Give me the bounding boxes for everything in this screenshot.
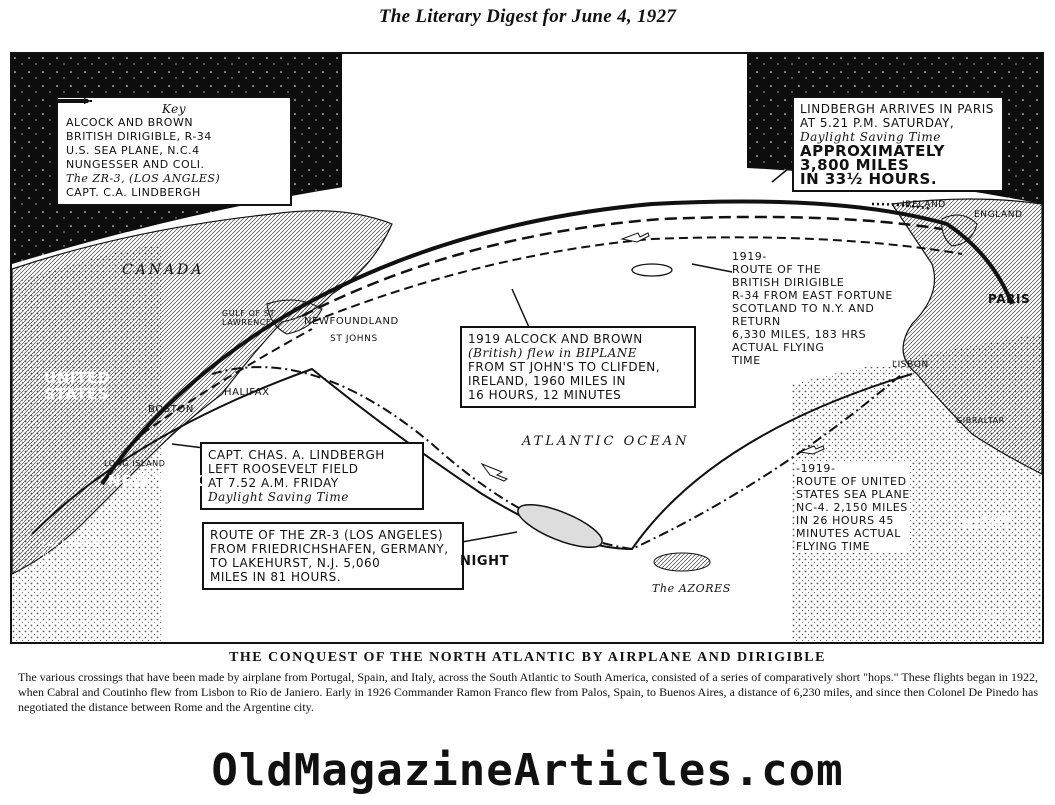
note-line: STATES SEA PLANE xyxy=(796,488,910,501)
artist-signature: BERT GREEN xyxy=(980,602,1011,620)
thick-solid-line-icon xyxy=(58,98,91,104)
place-label-st-johns: ST JOHNS xyxy=(330,334,378,344)
note-line: at 5.21 P.M. SATURDAY, xyxy=(800,116,955,130)
map-figure: Key ALCOCK and BROWN BRITISH DIRIGIBLE, … xyxy=(10,52,1044,644)
place-label-boston: BOSTON xyxy=(148,404,194,415)
route-alcock-brown xyxy=(301,215,943,318)
note-line: ROUTE of the ZR-3 (LOS ANGELES) xyxy=(210,528,444,542)
caption-title: THE CONQUEST OF THE NORTH ATLANTIC BY AI… xyxy=(229,650,826,665)
night-label-west: NIGHT xyxy=(460,554,510,569)
note-line: 6,330 MILES, 183 HRS xyxy=(732,328,867,341)
key-row-r34: BRITISH DIRIGIBLE, R-34 xyxy=(58,100,282,144)
note-line: IRELAND, 1960 MILES in xyxy=(468,374,626,388)
lindbergh-arrival-note: LINDBERGH arrives in PARIS at 5.21 P.M. … xyxy=(792,96,1004,192)
place-label-newfoundland: NEWFOUNDLAND xyxy=(304,316,399,327)
route-r34-us xyxy=(141,328,313,435)
place-label-canada: CANADA xyxy=(122,262,205,278)
zr3-leader-line xyxy=(461,531,518,543)
note-line: 1919 ALCOCK and BROWN xyxy=(468,332,643,346)
map-key: Key ALCOCK and BROWN BRITISH DIRIGIBLE, … xyxy=(56,96,292,206)
note-line: MINUTES actual xyxy=(796,527,901,540)
route-r34 xyxy=(311,236,963,323)
note-line: ROUTE of UNITED xyxy=(796,475,907,488)
azores-land xyxy=(653,552,711,572)
dirigible-zr3-icon xyxy=(517,503,603,549)
arrival-leader-line xyxy=(771,163,795,183)
note-line: MILES in 81 HOURS. xyxy=(210,570,342,584)
zr3-note: ROUTE of the ZR-3 (LOS ANGELES) from FRI… xyxy=(202,522,464,590)
note-line: BRITISH DIRIGIBLE xyxy=(732,276,845,289)
note-line: in 33½ HOURS. xyxy=(800,170,938,188)
place-label-england: ENGLAND xyxy=(974,210,1023,220)
route-zr3 xyxy=(31,367,913,551)
note-line: 16 HOURS, 12 MINUTES xyxy=(468,388,622,402)
note-line: flying Time xyxy=(796,540,871,553)
caption-body: The various crossings that have been mad… xyxy=(18,670,1038,714)
note-line: in 26 HOURS 45 xyxy=(796,514,894,527)
key-row-nc4: U.S. SEA PLANE, N.C.4 xyxy=(58,100,282,158)
night-label-east: NIGHT xyxy=(962,516,1012,531)
place-label-new-york: NEW YORK xyxy=(108,472,204,490)
route-nungesser xyxy=(871,202,933,211)
place-label-halifax: HALIFAX xyxy=(224,387,270,398)
key-label: ALCOCK and BROWN xyxy=(66,116,194,129)
note-line: LEFT ROOSEVELT FIELD xyxy=(208,462,359,476)
note-line: 1919- xyxy=(732,250,767,263)
place-label-long-island: LONG ISLAND xyxy=(104,459,166,468)
nc4-note: -1919- ROUTE of UNITED STATES SEA PLANE … xyxy=(796,462,910,553)
note-line: from ST JOHN'S to CLIFDEN, xyxy=(468,360,661,374)
place-label-united-states: UNITED STATES xyxy=(44,369,111,403)
place-label-ireland: IRELAND xyxy=(902,200,946,210)
note-line: LINDBERGH arrives in PARIS xyxy=(800,102,994,116)
footer-watermark: OldMagazineArticles.com xyxy=(211,745,844,796)
place-label-paris: PARIS xyxy=(988,292,1031,306)
biplane-icon xyxy=(620,232,650,243)
note-line: -1919- xyxy=(796,462,836,475)
place-label-lisbon: LISBON xyxy=(892,360,929,370)
place-label-atlantic: ATLANTIC OCEAN xyxy=(522,434,690,449)
place-label-gibraltar: GIBRALTAR xyxy=(956,416,1005,425)
note-line: CAPT. CHAS. A. LINDBERGH xyxy=(208,448,385,462)
seaplane-icon xyxy=(798,445,825,455)
note-line: R-34 from EAST FORTUNE xyxy=(732,289,893,302)
place-label-azores: The AZORES xyxy=(652,582,731,595)
r34-note: 1919- ROUTE of the BRITISH DIRIGIBLE R-3… xyxy=(732,250,893,367)
airplane-icon xyxy=(480,462,509,482)
r34-leader-line xyxy=(691,263,733,273)
note-line: RETURN xyxy=(732,315,781,328)
alcock-brown-note: 1919 ALCOCK and BROWN (British) flew in … xyxy=(460,326,696,408)
key-label: NUNGESSER and COLI. xyxy=(66,158,205,171)
note-line: Time xyxy=(732,354,761,367)
note-line: Daylight Saving Time xyxy=(208,490,349,504)
note-line: from FRIEDRICHSHAFEN, Germany, xyxy=(210,542,449,556)
note-line: Daylight Saving Time xyxy=(800,130,941,144)
note-line: to LAKEHURST, N.J. 5,060 xyxy=(210,556,381,570)
dirigible-r34-icon xyxy=(631,263,673,277)
europe-land xyxy=(890,198,1042,475)
note-line: NC-4. 2,150 MILES xyxy=(796,501,908,514)
note-line: Approximately 3,800 MILES xyxy=(800,142,945,174)
key-row-alcock: ALCOCK and BROWN xyxy=(58,98,282,130)
key-label: BRITISH DIRIGIBLE, R-34 xyxy=(66,130,212,143)
note-line: SCOTLAND to N.Y. and xyxy=(732,302,875,315)
page-header: The Literary Digest for June 4, 1927 xyxy=(378,6,677,27)
key-row-lindbergh: CAPT. C.A. LINDBERGH xyxy=(58,98,282,200)
key-label: The ZR-3, (LOS ANGLES) xyxy=(66,172,221,185)
key-label: U.S. SEA PLANE, N.C.4 xyxy=(66,144,200,157)
note-line: (British) flew in BIPLANE xyxy=(468,346,637,360)
key-row-nungesser: NUNGESSER and COLI. xyxy=(58,100,282,172)
key-label: CAPT. C.A. LINDBERGH xyxy=(66,186,201,199)
lindbergh-departure-note: CAPT. CHAS. A. LINDBERGH LEFT ROOSEVELT … xyxy=(200,442,424,510)
key-row-zr3: The ZR-3, (LOS ANGLES) xyxy=(58,98,282,186)
route-lindbergh xyxy=(100,199,1014,486)
note-line: ROUTE of the xyxy=(732,263,822,276)
key-title: Key xyxy=(161,102,187,116)
note-line: at 7.52 A.M. FRIDAY xyxy=(208,476,339,490)
note-line: actual flying xyxy=(732,341,825,354)
place-label-lakehurst: LAKEHURST N.J. xyxy=(42,540,102,560)
place-label-gulf: GULF of ST LAWRENCE xyxy=(222,309,276,327)
